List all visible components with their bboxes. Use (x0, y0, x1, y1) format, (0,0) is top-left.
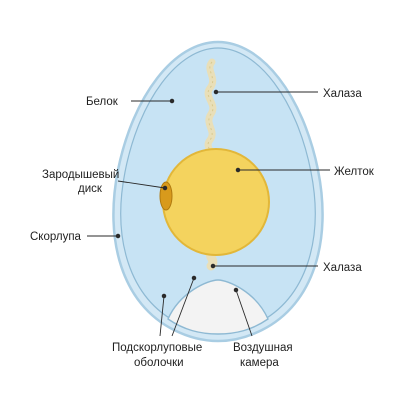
label-white: Белок (86, 96, 119, 108)
label-yolk: Желток (334, 166, 375, 178)
label-embryo-disc-1: Зародышевый (42, 169, 119, 181)
label-membranes-1: Подскорлуповые (112, 342, 202, 354)
chalaza-top-texture (207, 61, 214, 159)
yolk (162, 148, 270, 256)
label-membranes-2: оболочки (134, 357, 184, 369)
leader-lines (87, 89, 330, 337)
label-air-cell-2: камера (240, 357, 279, 369)
label-embryo-disc-2: диск (78, 183, 103, 195)
label-shell: Скорлупа (30, 231, 82, 243)
air-cell (167, 279, 269, 335)
label-chalaza-bottom: Халаза (323, 262, 362, 274)
label-chalaza-top: Халаза (323, 88, 362, 100)
label-air-cell-1: Воздушная (233, 342, 293, 354)
